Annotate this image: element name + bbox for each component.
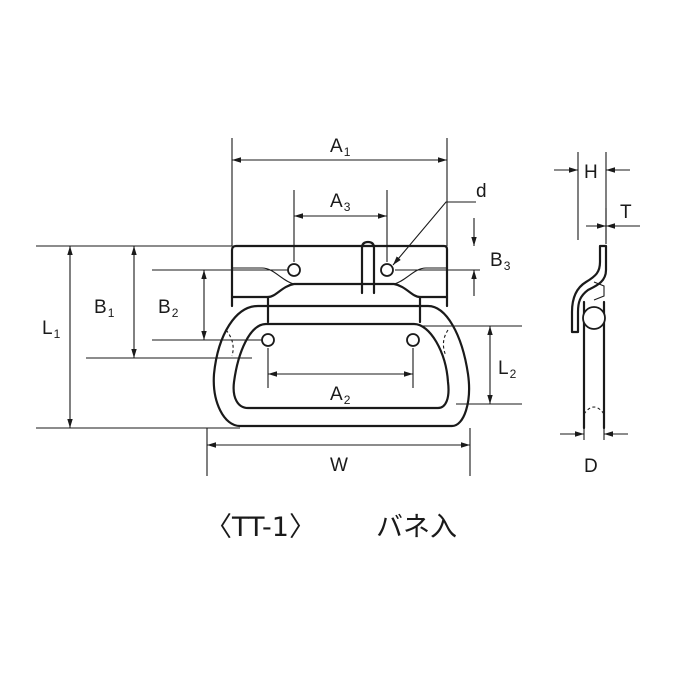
plate-inner-line xyxy=(232,267,447,285)
label-d-wire: D xyxy=(584,456,598,477)
handle-bail-outer xyxy=(212,304,471,428)
spring-slot xyxy=(360,240,376,295)
label-w: W xyxy=(330,455,348,476)
label-d-hole: d xyxy=(476,181,487,202)
hole-plate-right xyxy=(380,263,394,277)
hole-bail-left xyxy=(261,333,275,347)
side-plate xyxy=(570,244,608,334)
right-hinge-lug xyxy=(418,295,449,324)
label-b2: B2 xyxy=(158,297,179,320)
label-b1: B1 xyxy=(94,297,115,320)
label-l2: L2 xyxy=(498,358,517,381)
caption-model: 〈TT-1〉 xyxy=(205,512,316,543)
front-view xyxy=(212,240,471,428)
side-pivot-top xyxy=(582,306,606,330)
left-hinge-lug xyxy=(230,295,270,324)
caption: 〈TT-1〉 バネ入 xyxy=(205,512,457,543)
label-a1: A1 xyxy=(330,136,351,159)
left-pivot-hidden xyxy=(225,329,234,357)
label-a2: A2 xyxy=(330,384,351,407)
label-b3: B3 xyxy=(490,250,511,273)
caption-note: バネ入 xyxy=(376,512,457,543)
handle-bail-inner xyxy=(232,322,450,410)
dimension-labels: A1 A3 A2 W L1 B1 B2 B3 L2 d H T D xyxy=(42,136,632,477)
label-t: T xyxy=(620,202,632,223)
label-a3: A3 xyxy=(330,191,351,214)
label-h: H xyxy=(584,162,598,183)
side-pivot-hidden xyxy=(583,406,605,415)
hole-plate-left xyxy=(287,263,301,277)
right-pivot-hidden xyxy=(442,329,449,357)
label-l1: L1 xyxy=(42,318,61,341)
dimension-lines xyxy=(36,138,640,476)
hole-bail-right xyxy=(406,333,420,347)
side-view xyxy=(570,244,608,430)
side-spring xyxy=(593,281,605,301)
